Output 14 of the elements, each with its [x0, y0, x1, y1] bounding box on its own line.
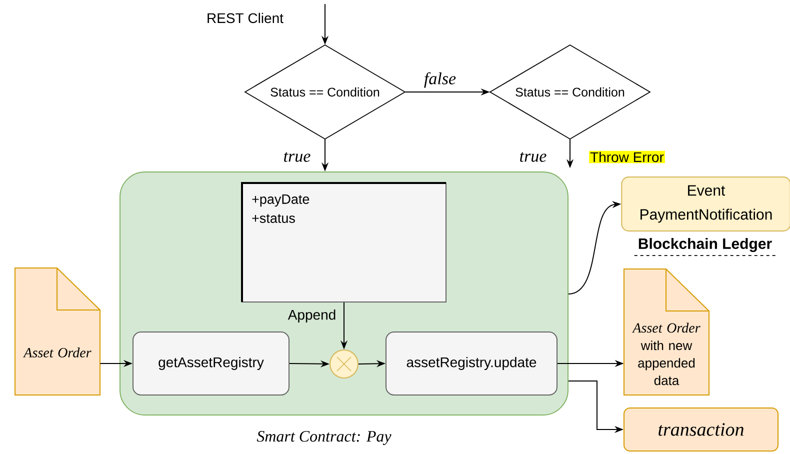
event-box: Event PaymentNotification: [621, 176, 790, 232]
transaction-box: transaction: [624, 408, 778, 452]
plain-text: REST Client: [208, 12, 284, 24]
process-box: assetRegistry.update: [386, 332, 558, 396]
edge-label: true: [520, 152, 546, 162]
junction-circle: [330, 350, 358, 378]
section-heading: Blockchain Ledger: [634, 238, 776, 256]
highlighted-text: Throw Error: [589, 150, 665, 164]
process-box: getAssetRegistry: [132, 332, 290, 396]
node-label: Smart Contract: Pay: [256, 430, 392, 446]
edge-label: Append: [288, 309, 336, 323]
edge-label: false: [424, 72, 456, 88]
edge-label: true: [284, 152, 310, 162]
class-box: +payDate +status: [241, 182, 446, 302]
